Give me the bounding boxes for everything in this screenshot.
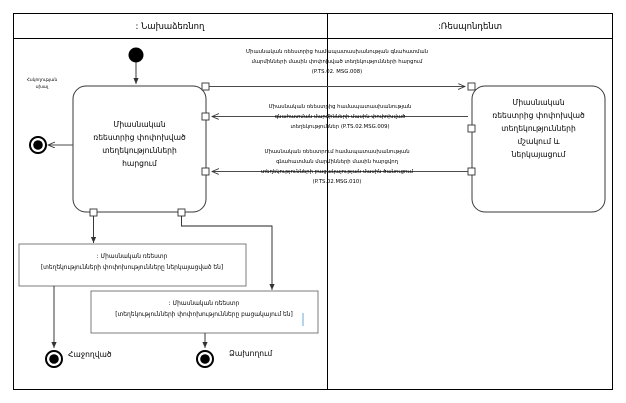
note-success-box[interactable] <box>18 243 247 287</box>
control-error-label-line1: Հսկողության <box>27 77 58 83</box>
end-node-failure-inner <box>200 354 210 364</box>
port-process-in-008[interactable] <box>467 82 476 91</box>
activity-process-line2: ռեեստրից փոփոխված <box>492 111 585 120</box>
port-process-out-009[interactable] <box>467 124 476 133</box>
activity-process-box[interactable] <box>471 85 606 213</box>
message-008-line2: մարմինների մասին փոփոխված տեղեկություննե… <box>251 59 423 65</box>
note-success-line2: [տեղեկությունների փոփոխությունները ներկա… <box>41 265 223 271</box>
activity-request-line3: տեղեկությունների <box>102 146 177 155</box>
control-error-label-line2: սխալ <box>36 84 49 90</box>
end-node-success-inner <box>49 354 59 364</box>
initial-node <box>128 47 144 63</box>
activity-request-line2: ռեեստրից փոփոխված <box>93 133 186 142</box>
note-success-line1: : Միասնական ռեեստր <box>97 254 168 260</box>
activity-process-line5: ներկայացում <box>511 150 566 159</box>
message-009-line3: տեղեկություններ (P.TS.02.MSG.009) <box>290 124 389 130</box>
activity-process-line1: Միասնական <box>512 98 564 107</box>
activity-process-line3: տեղեկությունների <box>501 124 576 133</box>
end-node-success-label: Հաջողված <box>68 350 112 359</box>
message-010-line1: Միասնական ռեեստրում համապատասխանության <box>264 149 409 155</box>
port-request-out-failure[interactable] <box>177 208 186 217</box>
message-010-line4: (P.TS.02.MSG.010) <box>313 179 362 185</box>
message-010-line3: տեղեկությունների բացակայության մասին ծան… <box>261 169 414 175</box>
activity-request-line1: Միասնական <box>113 120 165 129</box>
message-008-line1: Միասնական ռեեստրից համապատասխանության գն… <box>246 49 428 55</box>
final-node-control-error-inner <box>33 140 43 150</box>
port-process-out-010[interactable] <box>467 167 476 176</box>
note-failure-line1: : Միասնական ռեեստր <box>169 301 240 307</box>
message-010-line2: գնահատման մարմինների մասին հարցվող <box>276 159 399 165</box>
activity-request-box[interactable] <box>72 85 207 213</box>
port-request-in-010[interactable] <box>201 167 210 176</box>
message-009-line2: գնահատման մարմինների մասին փոփոխված <box>275 114 406 120</box>
note-failure-line2: [տեղեկությունների փոփոխությունները բացակ… <box>115 312 293 318</box>
lane-title-respondent: :Ռեսպոնդենտ <box>438 22 502 32</box>
note-failure-box[interactable] <box>90 290 319 334</box>
flow-request-to-note-failure <box>181 216 275 290</box>
message-009-line1: Միասնական ռեեստրից համապատասխանության <box>269 104 412 110</box>
activity-process-line4: մշակում և <box>517 137 560 146</box>
end-node-failure-label: Ձախողում <box>229 349 272 358</box>
port-request-out-008[interactable] <box>201 82 210 91</box>
activity-request-line4: հարցում <box>122 159 157 168</box>
lane-title-initiator: : Նախաձեռնող <box>136 22 205 32</box>
port-request-in-009[interactable] <box>201 112 210 121</box>
diagram-frame <box>13 13 613 390</box>
port-request-out-success[interactable] <box>89 208 98 217</box>
message-008-line3: (P.TS.02. MSG.008) <box>312 69 362 75</box>
